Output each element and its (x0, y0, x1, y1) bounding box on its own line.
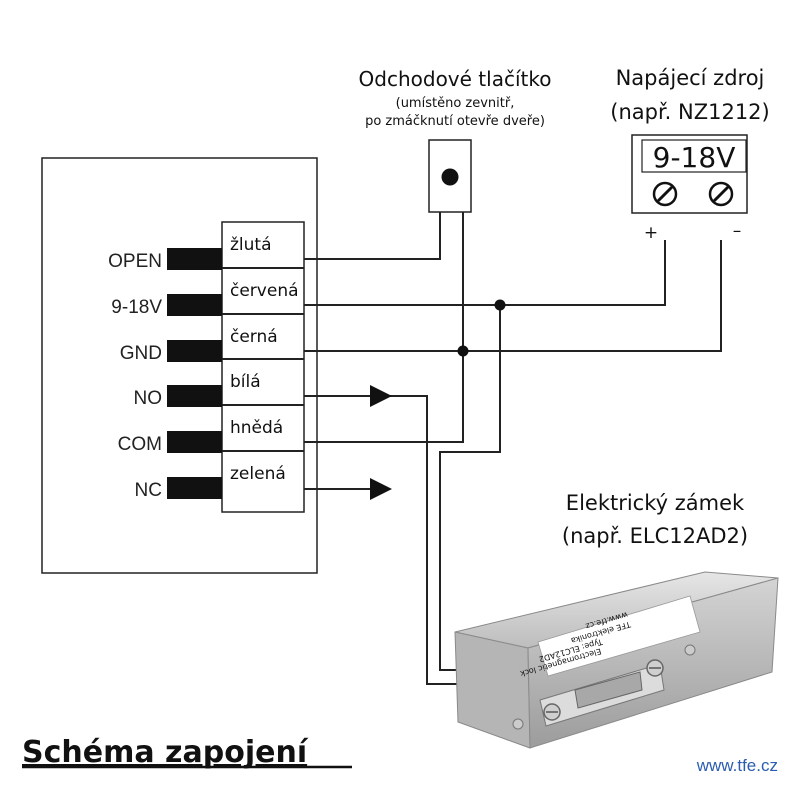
wires (304, 212, 722, 685)
pin-label-no: NO (134, 388, 163, 409)
pin-tab-gnd (167, 340, 222, 362)
terminal-separators (222, 267, 304, 452)
pin-label-open: OPEN (108, 251, 162, 272)
diagram-title: Schéma zapojení (22, 735, 309, 770)
junction-gnd (457, 345, 469, 357)
pin-label-gnd: GND (120, 343, 162, 364)
arrow-nc (370, 478, 392, 500)
pin-tab-power (167, 294, 222, 316)
arrow-no (370, 385, 392, 407)
wire-no-to-lock (385, 395, 478, 685)
junction-power (494, 299, 506, 311)
wire-power-plus (304, 240, 666, 306)
wire-label-white: bílá (230, 372, 261, 392)
pin-tab-nc (167, 477, 222, 499)
pin-tab-open (167, 248, 222, 270)
lock-model: (např. ELC12AD2) (562, 524, 748, 548)
wire-gnd-minus (304, 240, 722, 352)
wire-open (304, 212, 441, 260)
exit-button-title: Odchodové tlačítko (359, 67, 552, 91)
pin-label-nc: NC (135, 480, 162, 501)
pin-tab-no (167, 385, 222, 407)
pin-label-com: COM (118, 434, 162, 455)
polarity-plus: + (644, 223, 658, 243)
electric-lock: Electromagnetic lock Type: ELC12AD2 TFE … (454, 571, 779, 749)
exit-button-note-1: (umístěno zevnitř, (396, 96, 515, 111)
wire-power-to-lock (439, 305, 501, 671)
website-link[interactable]: www.tfe.cz (696, 756, 778, 775)
screw-terminal-minus (708, 181, 734, 207)
pin-tab-com (167, 431, 222, 453)
wire-label-yellow: žlutá (230, 235, 272, 255)
power-supply-model: (např. NZ1212) (610, 100, 770, 124)
screw-terminal-plus (652, 181, 678, 207)
polarity-minus: – (733, 221, 742, 241)
wire-com (304, 351, 464, 443)
pin-label-power: 9-18V (111, 297, 162, 318)
wire-label-brown: hnědá (230, 418, 283, 438)
power-supply-title: Napájecí zdroj (616, 66, 765, 90)
wire-label-red: červená (230, 281, 299, 301)
exit-button-knob (441, 168, 459, 186)
terminal-block (221, 221, 305, 513)
exit-button-note-2: po zmáčknutí otevře dveře) (365, 114, 545, 129)
pin-connectors (167, 248, 222, 499)
wire-label-black: černá (230, 327, 278, 347)
voltage-label: 9-18V (653, 141, 736, 174)
wire-label-green: zelená (230, 464, 286, 484)
lock-title: Elektrický zámek (566, 491, 745, 515)
voltage-window (641, 139, 747, 173)
